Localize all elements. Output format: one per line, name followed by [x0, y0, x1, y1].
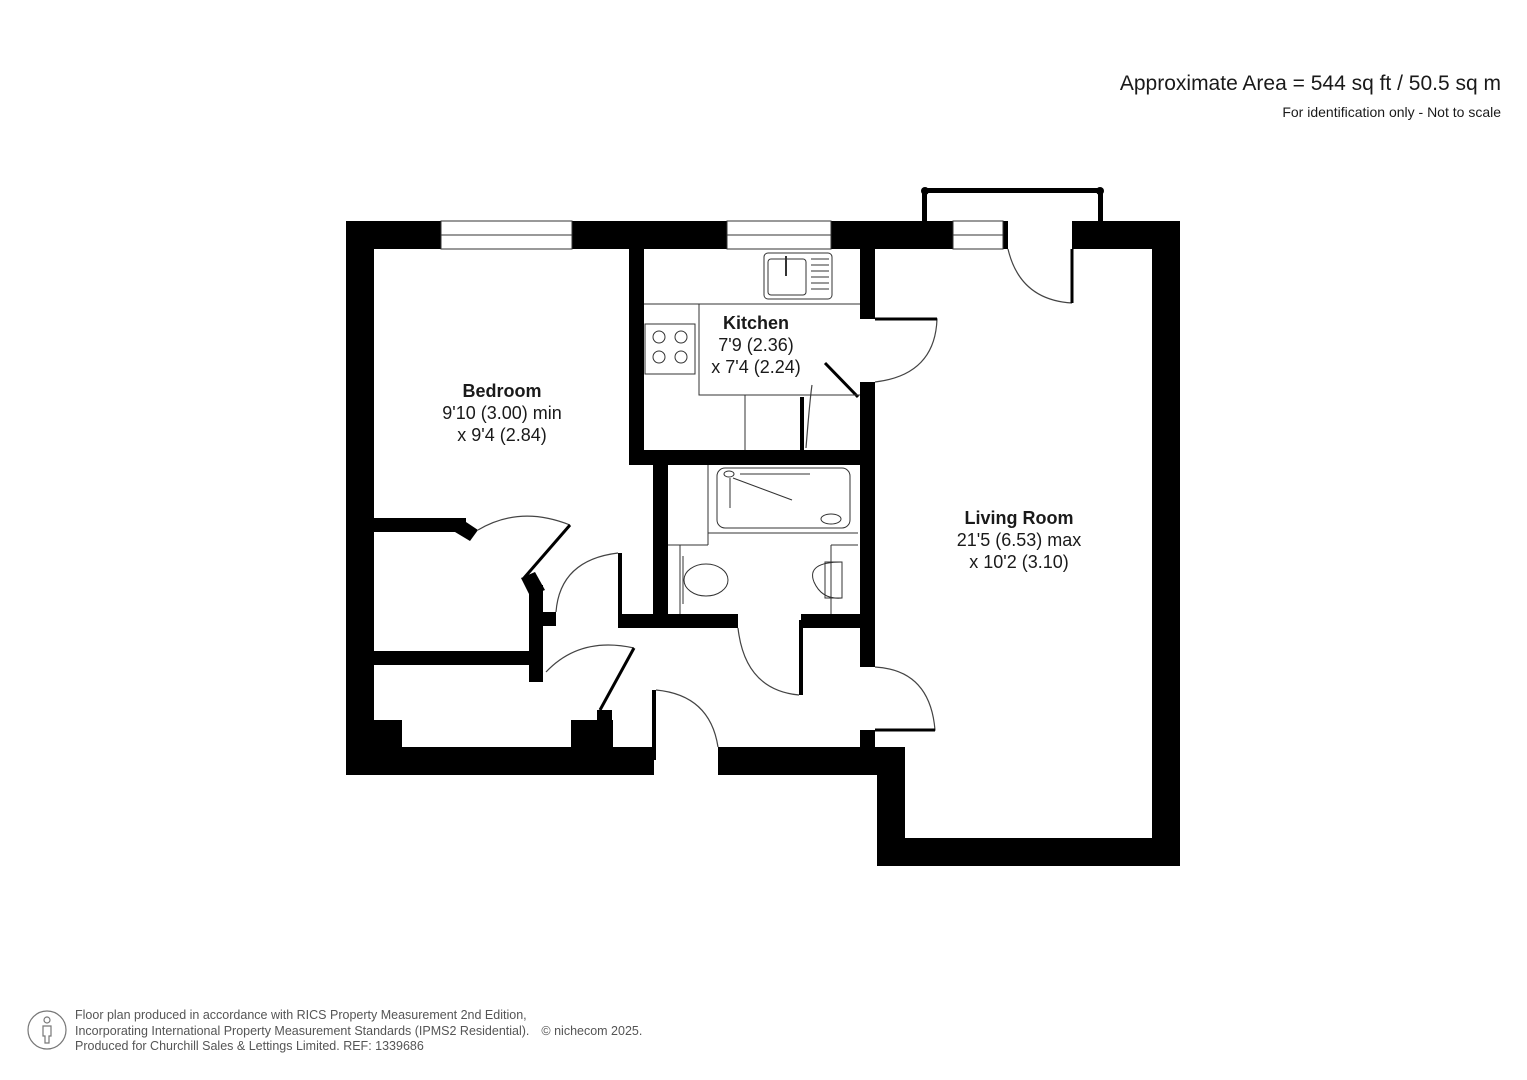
footer-line-3: Produced for Churchill Sales & Lettings …: [75, 1039, 424, 1053]
footer-line-1: Floor plan produced in accordance with R…: [75, 1008, 527, 1022]
room-dimension: 21'5 (6.53) max: [956, 530, 1082, 550]
room-bedroom: Bedroom 9'10 (3.00) min x 9'4 (2.84): [442, 380, 562, 446]
sink-icon: [763, 252, 833, 300]
person-icon: [27, 1010, 67, 1050]
kitchen-fittings: [644, 252, 860, 450]
scale-disclaimer: For identification only - Not to scale: [1282, 104, 1501, 120]
footer: Floor plan produced in accordance with R…: [27, 1008, 642, 1055]
windows: [440, 220, 1004, 250]
room-name: Kitchen: [722, 313, 790, 333]
copyright: © nichecom 2025.: [541, 1023, 643, 1038]
room-living-room: Living Room 21'5 (6.53) max x 10'2 (3.10…: [957, 507, 1082, 573]
room-dimension: x 10'2 (3.10): [969, 552, 1069, 572]
room-dimension: 7'9 (2.36): [718, 335, 794, 355]
room-kitchen: Kitchen 7'9 (2.36) x 7'4 (2.24): [711, 312, 800, 378]
room-dimension: x 7'4 (2.24): [711, 357, 801, 377]
footer-text: Floor plan produced in accordance with R…: [75, 1008, 642, 1055]
hob-icon: [644, 323, 696, 375]
bath-icon: [716, 467, 851, 529]
bathroom-fittings: [668, 465, 858, 614]
basin-icon: [812, 544, 858, 614]
approximate-area: Approximate Area = 544 sq ft / 50.5 sq m: [1119, 72, 1501, 95]
footer-line-2: Incorporating International Property Mea…: [75, 1023, 530, 1038]
doors: [477, 248, 1074, 748]
toilet-icon: [679, 545, 729, 614]
room-name: Living Room: [964, 508, 1074, 528]
room-dimension: x 9'4 (2.84): [457, 425, 547, 445]
walls: [346, 187, 1180, 866]
room-dimension: 9'10 (3.00) min: [442, 403, 562, 423]
room-name: Bedroom: [462, 381, 542, 401]
